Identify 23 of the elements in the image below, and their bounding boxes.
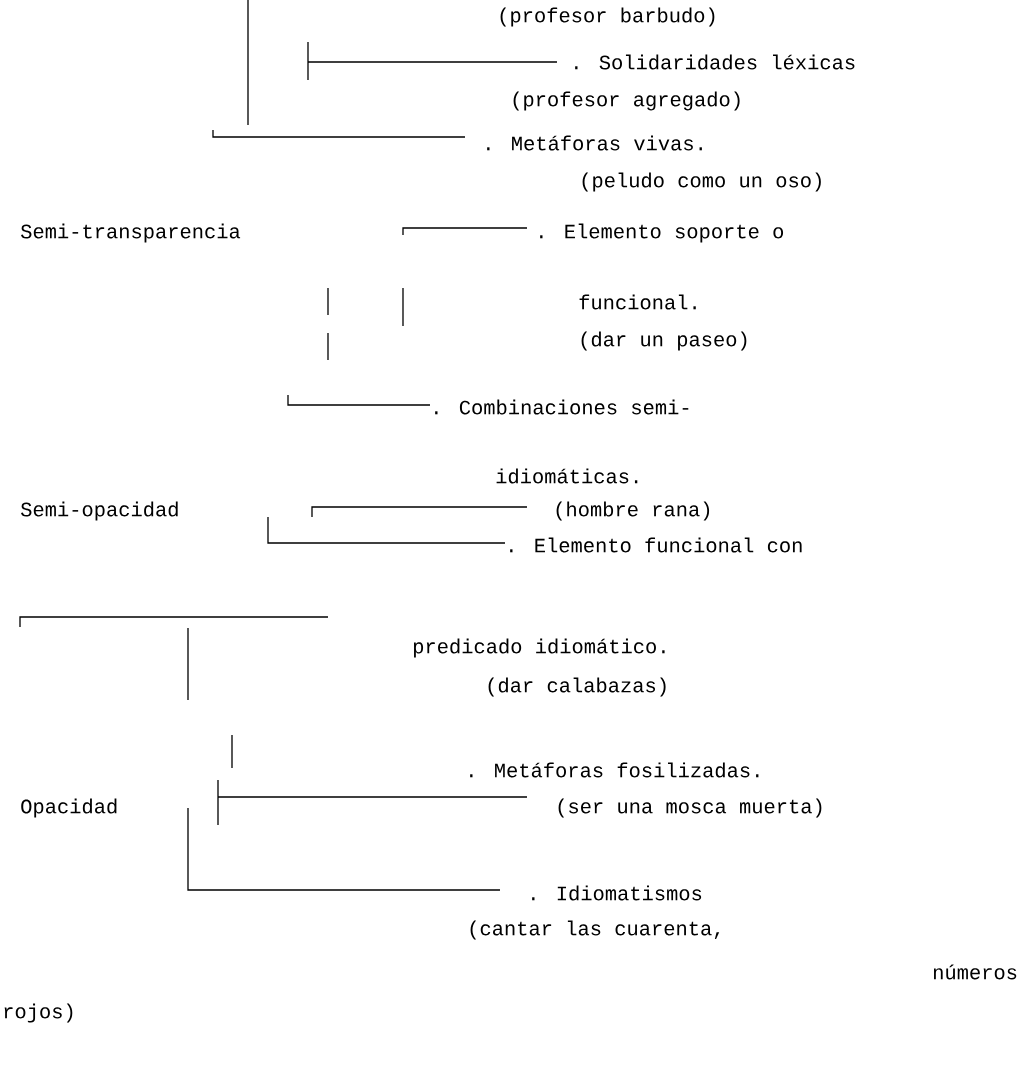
text-label: . Elemento funcional con — [510, 537, 802, 553]
text-label: (ser una mosca muerta) — [558, 798, 822, 818]
text-label: (profesor agregado) — [513, 91, 740, 111]
text-label: funcional. — [579, 294, 696, 310]
text-label: Semi-transparencia — [21, 223, 241, 243]
text-label: predicado idiomático. — [414, 638, 665, 658]
text-label: (dar calabazas) — [488, 677, 666, 697]
text-label: . Metáforas vivas. — [487, 135, 702, 151]
text-label: (profesor barbudo) — [500, 7, 715, 27]
text-label: idiomáticas. — [496, 468, 638, 484]
text-label: . Idiomatismos — [532, 885, 702, 901]
text-label: . Combinaciones semi- — [435, 399, 689, 415]
text-label: números — [934, 964, 1017, 980]
text-label: . Solidaridades léxicas — [575, 54, 855, 70]
text-label: (dar un paseo) — [581, 331, 747, 351]
text-label: rojos) — [4, 1003, 73, 1023]
text-label: . Elemento soporte o — [540, 223, 784, 243]
text-label: . Metáforas fosilizadas. — [470, 762, 759, 778]
text-label: (hombre rana) — [556, 501, 710, 521]
text-label: (cantar las cuarenta, — [470, 920, 720, 940]
text-label: (peludo como un oso) — [582, 172, 821, 192]
text-label: Semi-opacidad — [21, 501, 178, 521]
text-label: Opacidad — [21, 798, 117, 818]
